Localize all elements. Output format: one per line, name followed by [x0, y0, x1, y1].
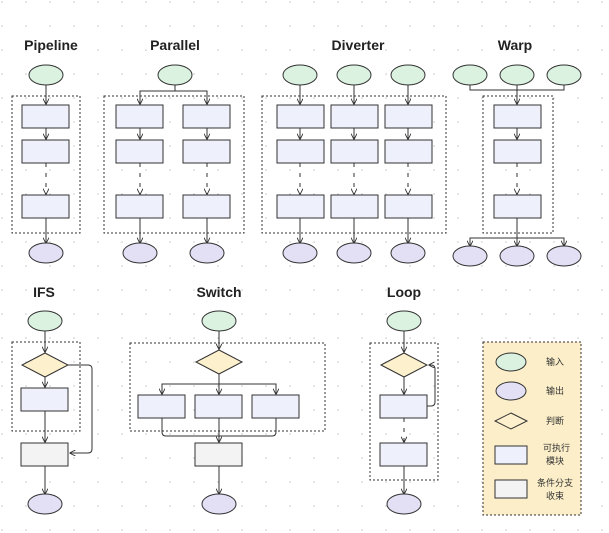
legend-condition-label: 判断	[546, 415, 564, 427]
module-box	[115, 104, 164, 129]
input-oval	[386, 310, 422, 332]
module-box	[276, 194, 325, 219]
module-box	[21, 104, 70, 129]
module-box	[194, 394, 243, 419]
pipeline-title: Pipeline	[24, 37, 78, 53]
module-box	[182, 139, 231, 164]
input-oval	[28, 64, 64, 86]
parallel-group	[103, 95, 245, 234]
module-box	[276, 104, 325, 129]
module-box	[20, 387, 69, 412]
module-box	[137, 394, 186, 419]
legend-module-label-line1: 可执行	[543, 442, 570, 454]
legend-condition-swatch	[493, 412, 529, 430]
input-oval	[201, 310, 237, 332]
output-oval	[452, 245, 488, 267]
input-oval	[390, 64, 426, 86]
legend-module-label-line2: 模块	[546, 455, 564, 467]
module-box	[379, 442, 428, 467]
module-box	[115, 139, 164, 164]
module-box	[384, 104, 433, 129]
output-oval	[122, 242, 158, 264]
module-box	[330, 139, 379, 164]
module-box	[276, 139, 325, 164]
output-oval	[499, 245, 535, 267]
input-oval	[282, 64, 318, 86]
module-box	[115, 194, 164, 219]
module-box	[384, 194, 433, 219]
collect-box	[194, 442, 243, 467]
input-oval	[499, 64, 535, 86]
output-oval	[28, 242, 64, 264]
module-box	[493, 139, 542, 164]
output-oval	[282, 242, 318, 264]
legend-input-swatch	[495, 352, 527, 372]
bypass-arrow	[68, 364, 93, 453]
module-box	[182, 194, 231, 219]
warp-title: Warp	[498, 37, 532, 53]
legend-module-swatch	[494, 445, 528, 465]
ifs-diagram: IFS	[11, 284, 93, 515]
module-box	[21, 194, 70, 219]
switch-diagram: Switch	[129, 284, 326, 515]
collect-box	[20, 442, 69, 467]
input-oval	[452, 64, 488, 86]
legend: 输入 输出 判断 可执行 模块 条件分支 收束	[482, 341, 582, 516]
ifs-title: IFS	[33, 284, 55, 300]
loop-back-arrow	[427, 365, 436, 407]
module-box	[330, 104, 379, 129]
legend-input-label: 输入	[546, 356, 564, 368]
legend-collect-swatch	[494, 479, 528, 499]
switch-group	[129, 342, 326, 432]
module-box	[384, 139, 433, 164]
output-oval	[201, 493, 237, 515]
legend-output-label: 输出	[546, 385, 564, 397]
module-box	[493, 104, 542, 129]
pipeline-diagram: Pipeline	[11, 37, 81, 264]
output-oval	[386, 493, 422, 515]
module-box	[330, 194, 379, 219]
module-box	[493, 194, 542, 219]
module-box	[182, 104, 231, 129]
diverter-diagram: Diverter	[261, 37, 447, 264]
module-box	[21, 139, 70, 164]
output-oval	[189, 242, 225, 264]
input-oval	[27, 310, 63, 332]
switch-title: Switch	[196, 284, 241, 300]
warp-diagram: Warp	[452, 37, 582, 267]
diverter-title: Diverter	[332, 37, 385, 53]
module-box	[379, 394, 428, 419]
ifs-group	[11, 341, 81, 432]
input-oval	[546, 64, 582, 86]
output-oval	[390, 242, 426, 264]
loop-diagram: Loop	[369, 284, 439, 515]
legend-output-swatch	[495, 381, 527, 401]
legend-collect-label-line2: 收束	[546, 490, 564, 502]
legend-collect-label-line1: 条件分支	[537, 477, 573, 489]
loop-title: Loop	[387, 284, 421, 300]
module-box	[251, 394, 300, 419]
parallel-title: Parallel	[150, 37, 200, 53]
input-oval	[157, 64, 193, 86]
warp-group	[482, 95, 554, 234]
input-oval	[336, 64, 372, 86]
output-oval	[27, 493, 63, 515]
output-oval	[546, 245, 582, 267]
parallel-diagram: Parallel	[103, 37, 245, 264]
output-oval	[336, 242, 372, 264]
